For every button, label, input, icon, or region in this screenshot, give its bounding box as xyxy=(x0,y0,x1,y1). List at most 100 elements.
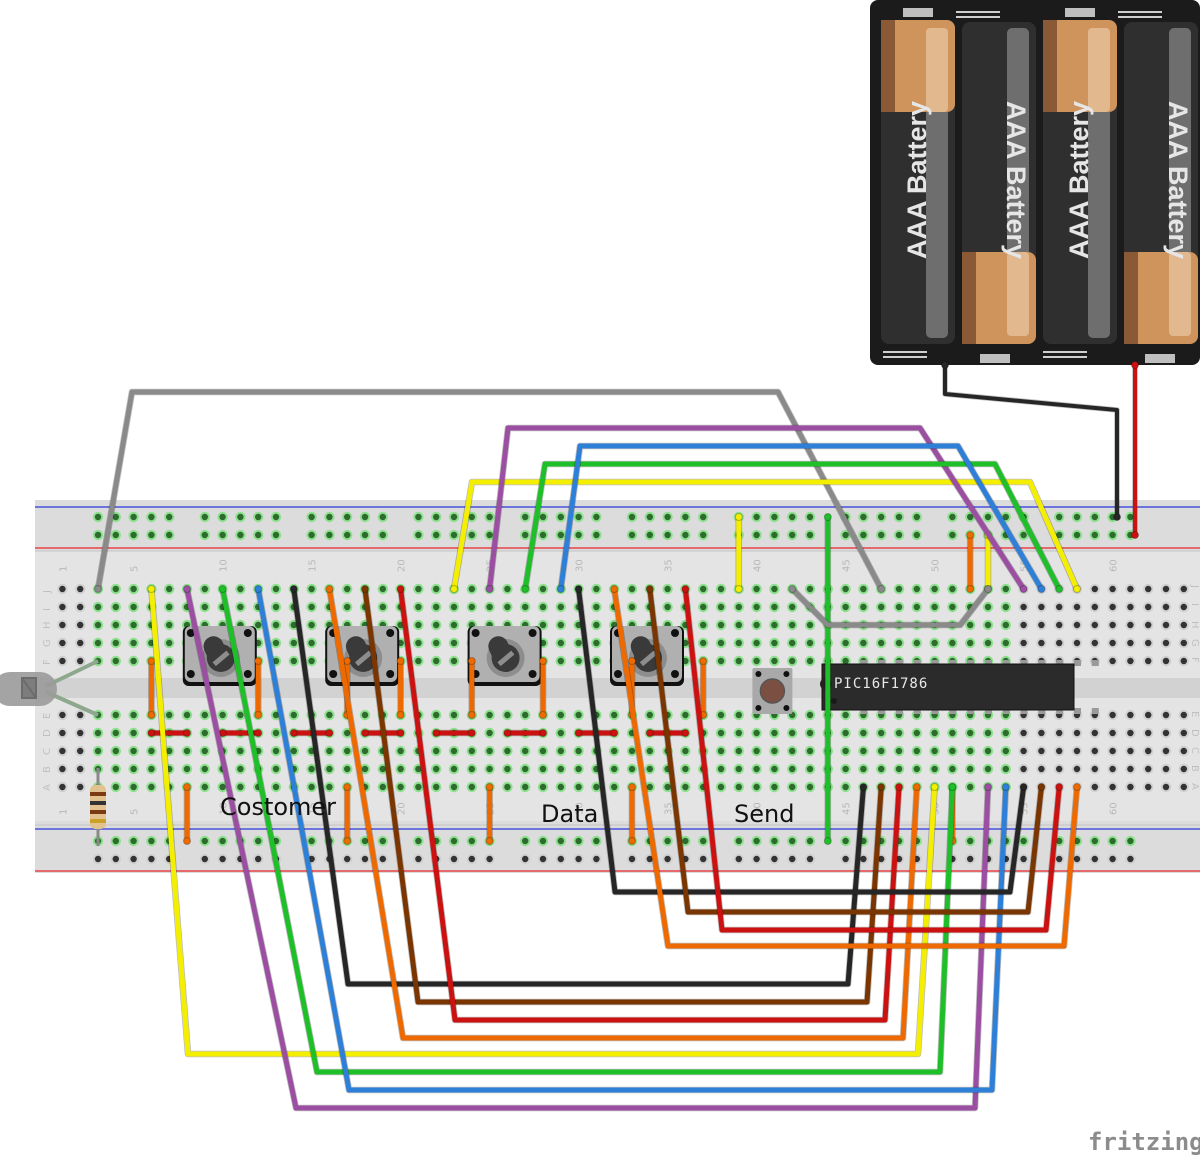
jumper-red xyxy=(432,729,476,737)
wire-end xyxy=(396,711,405,719)
row-letter-label: D xyxy=(1189,729,1200,737)
wire-end xyxy=(325,729,334,737)
wire-end xyxy=(396,585,405,593)
chip-pin xyxy=(1020,660,1028,666)
battery-cell: AAA Battery xyxy=(881,20,955,344)
row-letter-label: E xyxy=(42,713,53,719)
wire-end xyxy=(645,585,654,593)
column-number-label: 40 xyxy=(753,559,764,572)
battery-terminal xyxy=(1145,354,1175,363)
wire-end xyxy=(556,585,565,593)
wire-end xyxy=(1131,531,1139,539)
jumper-red xyxy=(503,729,547,737)
column-number-label: 1 xyxy=(58,566,69,572)
chip-pin xyxy=(985,660,992,666)
components: PIC16F1786 xyxy=(0,626,1099,846)
row-letter-label: F xyxy=(1189,657,1200,663)
wire-end xyxy=(984,585,992,593)
wire-end xyxy=(147,711,156,719)
battery-lead-negative xyxy=(941,361,1121,521)
column-number-label: 15 xyxy=(308,559,319,572)
wire-end xyxy=(610,585,619,593)
wire-end xyxy=(183,783,191,791)
battery-label: AAA Battery xyxy=(1001,101,1031,259)
column-number-label: 35 xyxy=(664,559,675,572)
chip-pin xyxy=(1002,660,1010,666)
wire-end xyxy=(432,729,441,737)
breadboard-label: Costomer xyxy=(220,793,336,821)
wire-end xyxy=(467,729,476,737)
chip-pin xyxy=(1002,708,1010,714)
wire-green-top xyxy=(521,460,1064,593)
wire-end xyxy=(1131,361,1139,369)
row-letter-label: C xyxy=(42,748,53,755)
chip-pin xyxy=(896,660,903,666)
chip-pin xyxy=(896,708,903,714)
jumper-orange xyxy=(147,657,156,719)
wire-end xyxy=(343,837,352,845)
wire-end xyxy=(1001,783,1010,791)
wire-end xyxy=(183,837,191,845)
row-letter-label: A xyxy=(1189,783,1200,790)
potentiometer-knob xyxy=(345,636,369,662)
chip-pin xyxy=(1091,708,1099,714)
wire-end xyxy=(877,585,886,593)
wire-end xyxy=(574,585,583,593)
chip-pin xyxy=(967,660,975,666)
wires xyxy=(94,361,1139,1112)
jumper-orange-top xyxy=(966,531,975,593)
fritzing-watermark: fritzing xyxy=(1088,1128,1200,1156)
potentiometer-knob xyxy=(630,636,654,662)
chip-pin xyxy=(1038,660,1046,666)
row-letter-label: H xyxy=(42,621,53,629)
jumper-orange xyxy=(254,657,263,719)
chip-pin xyxy=(1074,708,1081,714)
wire-end xyxy=(1019,783,1028,791)
send-push-button xyxy=(752,668,793,714)
battery-lead-positive xyxy=(1131,361,1139,539)
column-number-label: 10 xyxy=(219,559,230,572)
led-symbol xyxy=(21,677,37,699)
column-number-label: 40 xyxy=(753,802,764,815)
wire-green-vertical xyxy=(823,513,832,845)
wire-end xyxy=(503,729,512,737)
wire-red-data xyxy=(681,585,1064,934)
potentiometer xyxy=(467,626,542,686)
row-letter-label: H xyxy=(1189,621,1200,629)
potentiometer-knob xyxy=(203,636,227,662)
chip-dot xyxy=(831,698,837,704)
wire-end xyxy=(948,783,957,791)
jumper-yellow-send xyxy=(734,513,743,593)
wire-end xyxy=(325,585,334,593)
column-number-label: 20 xyxy=(397,559,408,572)
wire-blue-top xyxy=(556,442,1046,593)
jumper-orange xyxy=(467,657,476,719)
row-letter-label: F xyxy=(42,659,53,665)
resistor-band xyxy=(90,801,106,805)
battery-terminal xyxy=(980,354,1010,363)
wire-end xyxy=(289,585,298,593)
column-number-label: 10 xyxy=(219,802,230,815)
wire-yellow-top xyxy=(450,478,1081,593)
wire-end xyxy=(254,711,263,719)
chip-pin xyxy=(1020,708,1028,714)
wire-end xyxy=(734,513,743,521)
wire-end xyxy=(1037,585,1046,593)
wire-black-data xyxy=(574,585,1028,896)
column-number-label: 50 xyxy=(931,559,942,572)
chip-pin xyxy=(878,660,886,666)
wire-end xyxy=(610,729,619,737)
wire-end xyxy=(788,585,797,593)
resistor-band xyxy=(90,810,106,814)
wire-end xyxy=(254,585,263,593)
chip-pin xyxy=(913,660,921,666)
jumper-red xyxy=(147,729,191,737)
wire-end xyxy=(94,585,102,593)
wire-end xyxy=(859,783,868,791)
wire-end xyxy=(485,837,494,845)
breadboard-label: Data xyxy=(541,800,598,828)
jumper-orange xyxy=(539,657,547,719)
wire-red-bottom xyxy=(396,585,903,1024)
